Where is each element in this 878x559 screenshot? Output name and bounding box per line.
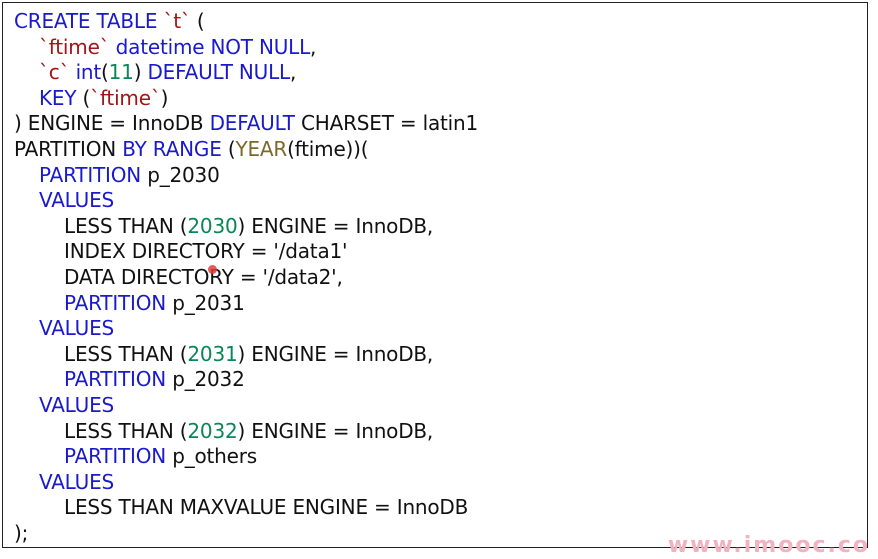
- code-token: PARTITION: [64, 444, 167, 469]
- code-token: (ftime))(: [287, 136, 369, 161]
- code-token: p_others: [166, 444, 258, 469]
- code-line: VALUES: [14, 188, 478, 214]
- code-token: VALUES: [39, 316, 115, 341]
- code-token: ) ENGINE = InnoDB,: [237, 418, 434, 443]
- code-token: PARTITION: [64, 290, 167, 315]
- code-token: PARTITION: [39, 162, 142, 187]
- code-token: 2030: [187, 213, 238, 238]
- code-token: 2032: [187, 418, 238, 443]
- code-line: PARTITION p_2031: [14, 291, 478, 317]
- code-token: INDEX DIRECTORY = '/data1': [64, 239, 348, 264]
- code-token: p_2032: [166, 367, 245, 392]
- code-token: CREATE TABLE: [14, 9, 164, 33]
- code-token: DATA DIRECTORY = '/data2',: [64, 264, 343, 289]
- code-token: DEFAULT NULL: [147, 60, 290, 85]
- code-line: CREATE TABLE `t` (: [14, 9, 478, 35]
- code-line: INDEX DIRECTORY = '/data1': [14, 239, 478, 265]
- code-line: DATA DIRECTORY = '/data2',: [14, 265, 478, 291]
- code-line: VALUES: [14, 316, 478, 342]
- code-token: LESS THAN (: [64, 213, 188, 238]
- code-token: VALUES: [39, 188, 115, 213]
- code-token: ): [133, 60, 148, 85]
- code-token: YEAR: [235, 136, 288, 161]
- code-line: VALUES: [14, 393, 478, 419]
- code-token: PARTITION: [14, 136, 123, 161]
- code-token: (: [82, 85, 91, 110]
- code-token: p_2030: [141, 162, 220, 187]
- code-line: PARTITION BY RANGE (YEAR(ftime))(: [14, 137, 478, 163]
- pointer-cursor-icon: [208, 265, 217, 274]
- code-token: datetime NOT NULL: [109, 34, 311, 59]
- code-token: `t`: [163, 9, 191, 33]
- code-token: KEY: [39, 85, 83, 110]
- code-token: (: [101, 60, 109, 85]
- code-line: PARTITION p_others: [14, 444, 478, 470]
- code-token: (: [227, 136, 236, 161]
- code-token: CHARSET = latin1: [294, 111, 479, 136]
- code-token: ): [160, 85, 169, 110]
- code-line: PARTITION p_2032: [14, 367, 478, 393]
- code-token: `ftime`: [90, 85, 161, 110]
- code-token: ) ENGINE = InnoDB: [14, 111, 210, 136]
- code-token: ,: [310, 34, 317, 59]
- code-token: LESS THAN (: [64, 341, 188, 366]
- sql-code-block: CREATE TABLE `t` (`ftime` datetime NOT N…: [14, 9, 478, 546]
- code-token: PARTITION: [64, 367, 167, 392]
- code-token: 2031: [187, 341, 238, 366]
- code-token: ) ENGINE = InnoDB,: [237, 341, 434, 366]
- code-token: );: [14, 520, 29, 545]
- code-line: PARTITION p_2030: [14, 163, 478, 189]
- code-token: `c`: [39, 60, 70, 85]
- code-line: LESS THAN (2032) ENGINE = InnoDB,: [14, 419, 478, 445]
- code-token: `ftime`: [39, 34, 110, 59]
- code-token: ,: [289, 60, 297, 85]
- code-token: 11: [108, 60, 134, 85]
- code-line: KEY (`ftime`): [14, 86, 478, 112]
- code-line: );: [14, 521, 478, 547]
- code-line: `ftime` datetime NOT NULL,: [14, 35, 478, 61]
- code-line: VALUES: [14, 470, 478, 496]
- code-token: DEFAULT: [209, 111, 295, 136]
- code-line: LESS THAN (2031) ENGINE = InnoDB,: [14, 342, 478, 368]
- code-token: ) ENGINE = InnoDB,: [237, 213, 434, 238]
- code-panel: CREATE TABLE `t` (`ftime` datetime NOT N…: [2, 2, 868, 548]
- code-token: LESS THAN (: [64, 418, 188, 443]
- code-token: LESS THAN MAXVALUE ENGINE = InnoDB: [64, 495, 469, 520]
- code-line: LESS THAN (2030) ENGINE = InnoDB,: [14, 214, 478, 240]
- code-line: ) ENGINE = InnoDB DEFAULT CHARSET = lati…: [14, 111, 478, 137]
- code-token: BY RANGE: [122, 136, 228, 161]
- code-line: LESS THAN MAXVALUE ENGINE = InnoDB: [14, 495, 478, 521]
- code-token: VALUES: [39, 469, 115, 494]
- code-token: p_2031: [166, 290, 245, 315]
- code-token: (: [190, 9, 205, 33]
- code-line: `c` int(11) DEFAULT NULL,: [14, 60, 478, 86]
- code-token: VALUES: [39, 392, 115, 417]
- site-watermark: www.imooc.co: [667, 533, 870, 558]
- code-token: int: [69, 60, 102, 85]
